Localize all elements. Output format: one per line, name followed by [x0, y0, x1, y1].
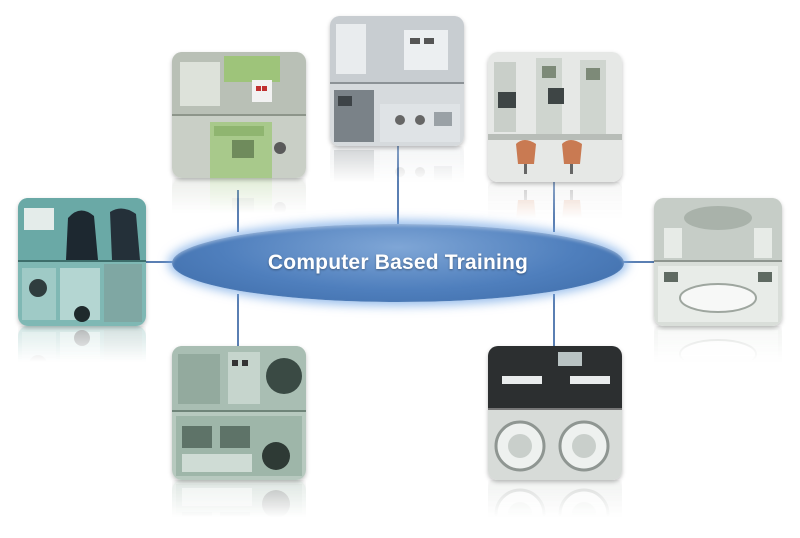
- photo-tile-right: [654, 198, 782, 326]
- photo-tile-top-left: [172, 52, 306, 178]
- photo-tile-top-right: [488, 52, 622, 182]
- central-hub-ellipse: Computer Based Training: [172, 224, 624, 302]
- photo-tile-bottom-right: [488, 346, 622, 480]
- hub-label: Computer Based Training: [267, 251, 529, 274]
- photo-tile-bottom-left: [172, 346, 306, 480]
- photo-tile-top-center: [330, 16, 464, 146]
- photo-tile-left: [18, 198, 146, 326]
